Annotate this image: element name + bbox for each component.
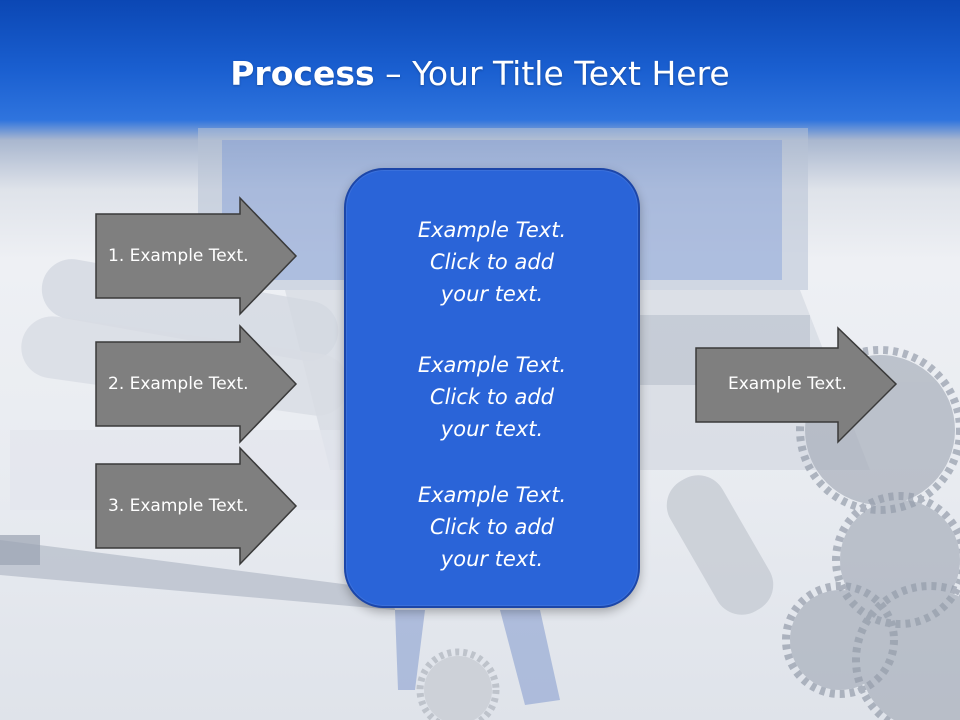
left-arrow-3[interactable]: 3. Example Text. xyxy=(94,446,300,566)
shaft xyxy=(666,475,774,615)
para-line: Example Text. xyxy=(417,218,567,242)
center-text-box[interactable]: Example Text. Click to add your text. Ex… xyxy=(344,168,640,608)
small-gear xyxy=(424,656,492,720)
caliper-jaw-left xyxy=(395,610,425,690)
arrow-shape xyxy=(95,324,298,444)
left-arrow-label: 1. Example Text. xyxy=(108,246,249,266)
para-line: Example Text. xyxy=(417,353,567,377)
center-paragraph-2: Example Text. Click to add your text. xyxy=(346,349,638,445)
gear-teeth xyxy=(782,346,960,720)
para-line: Click to add xyxy=(429,250,554,274)
caliper-jaw-right xyxy=(500,610,560,705)
slide-title: Process – Your Title Text Here xyxy=(0,52,960,96)
para-line: your text. xyxy=(440,282,544,306)
para-line: Click to add xyxy=(429,385,554,409)
left-arrow-label: 3. Example Text. xyxy=(108,496,249,516)
arrow-shape xyxy=(95,196,298,316)
slide-title-bold: Process xyxy=(230,54,375,93)
arrow-shape xyxy=(95,446,298,566)
left-arrow-1[interactable]: 1. Example Text. xyxy=(94,196,300,316)
slide-title-rest: – Your Title Text Here xyxy=(374,54,730,93)
small-gear-teeth xyxy=(416,648,500,720)
para-line: Example Text. xyxy=(417,483,567,507)
arrow-shape xyxy=(695,326,898,444)
left-arrow-label: 2. Example Text. xyxy=(108,374,249,394)
caliper-beam xyxy=(0,540,395,610)
caliper-end xyxy=(0,535,40,565)
para-line: Click to add xyxy=(429,515,554,539)
center-paragraph-1: Example Text. Click to add your text. xyxy=(346,214,638,310)
center-paragraph-3: Example Text. Click to add your text. xyxy=(346,479,638,575)
right-arrow[interactable]: Example Text. xyxy=(694,326,900,444)
left-arrow-2[interactable]: 2. Example Text. xyxy=(94,324,300,444)
para-line: your text. xyxy=(440,547,544,571)
para-line: your text. xyxy=(440,417,544,441)
right-arrow-label: Example Text. xyxy=(728,374,847,394)
